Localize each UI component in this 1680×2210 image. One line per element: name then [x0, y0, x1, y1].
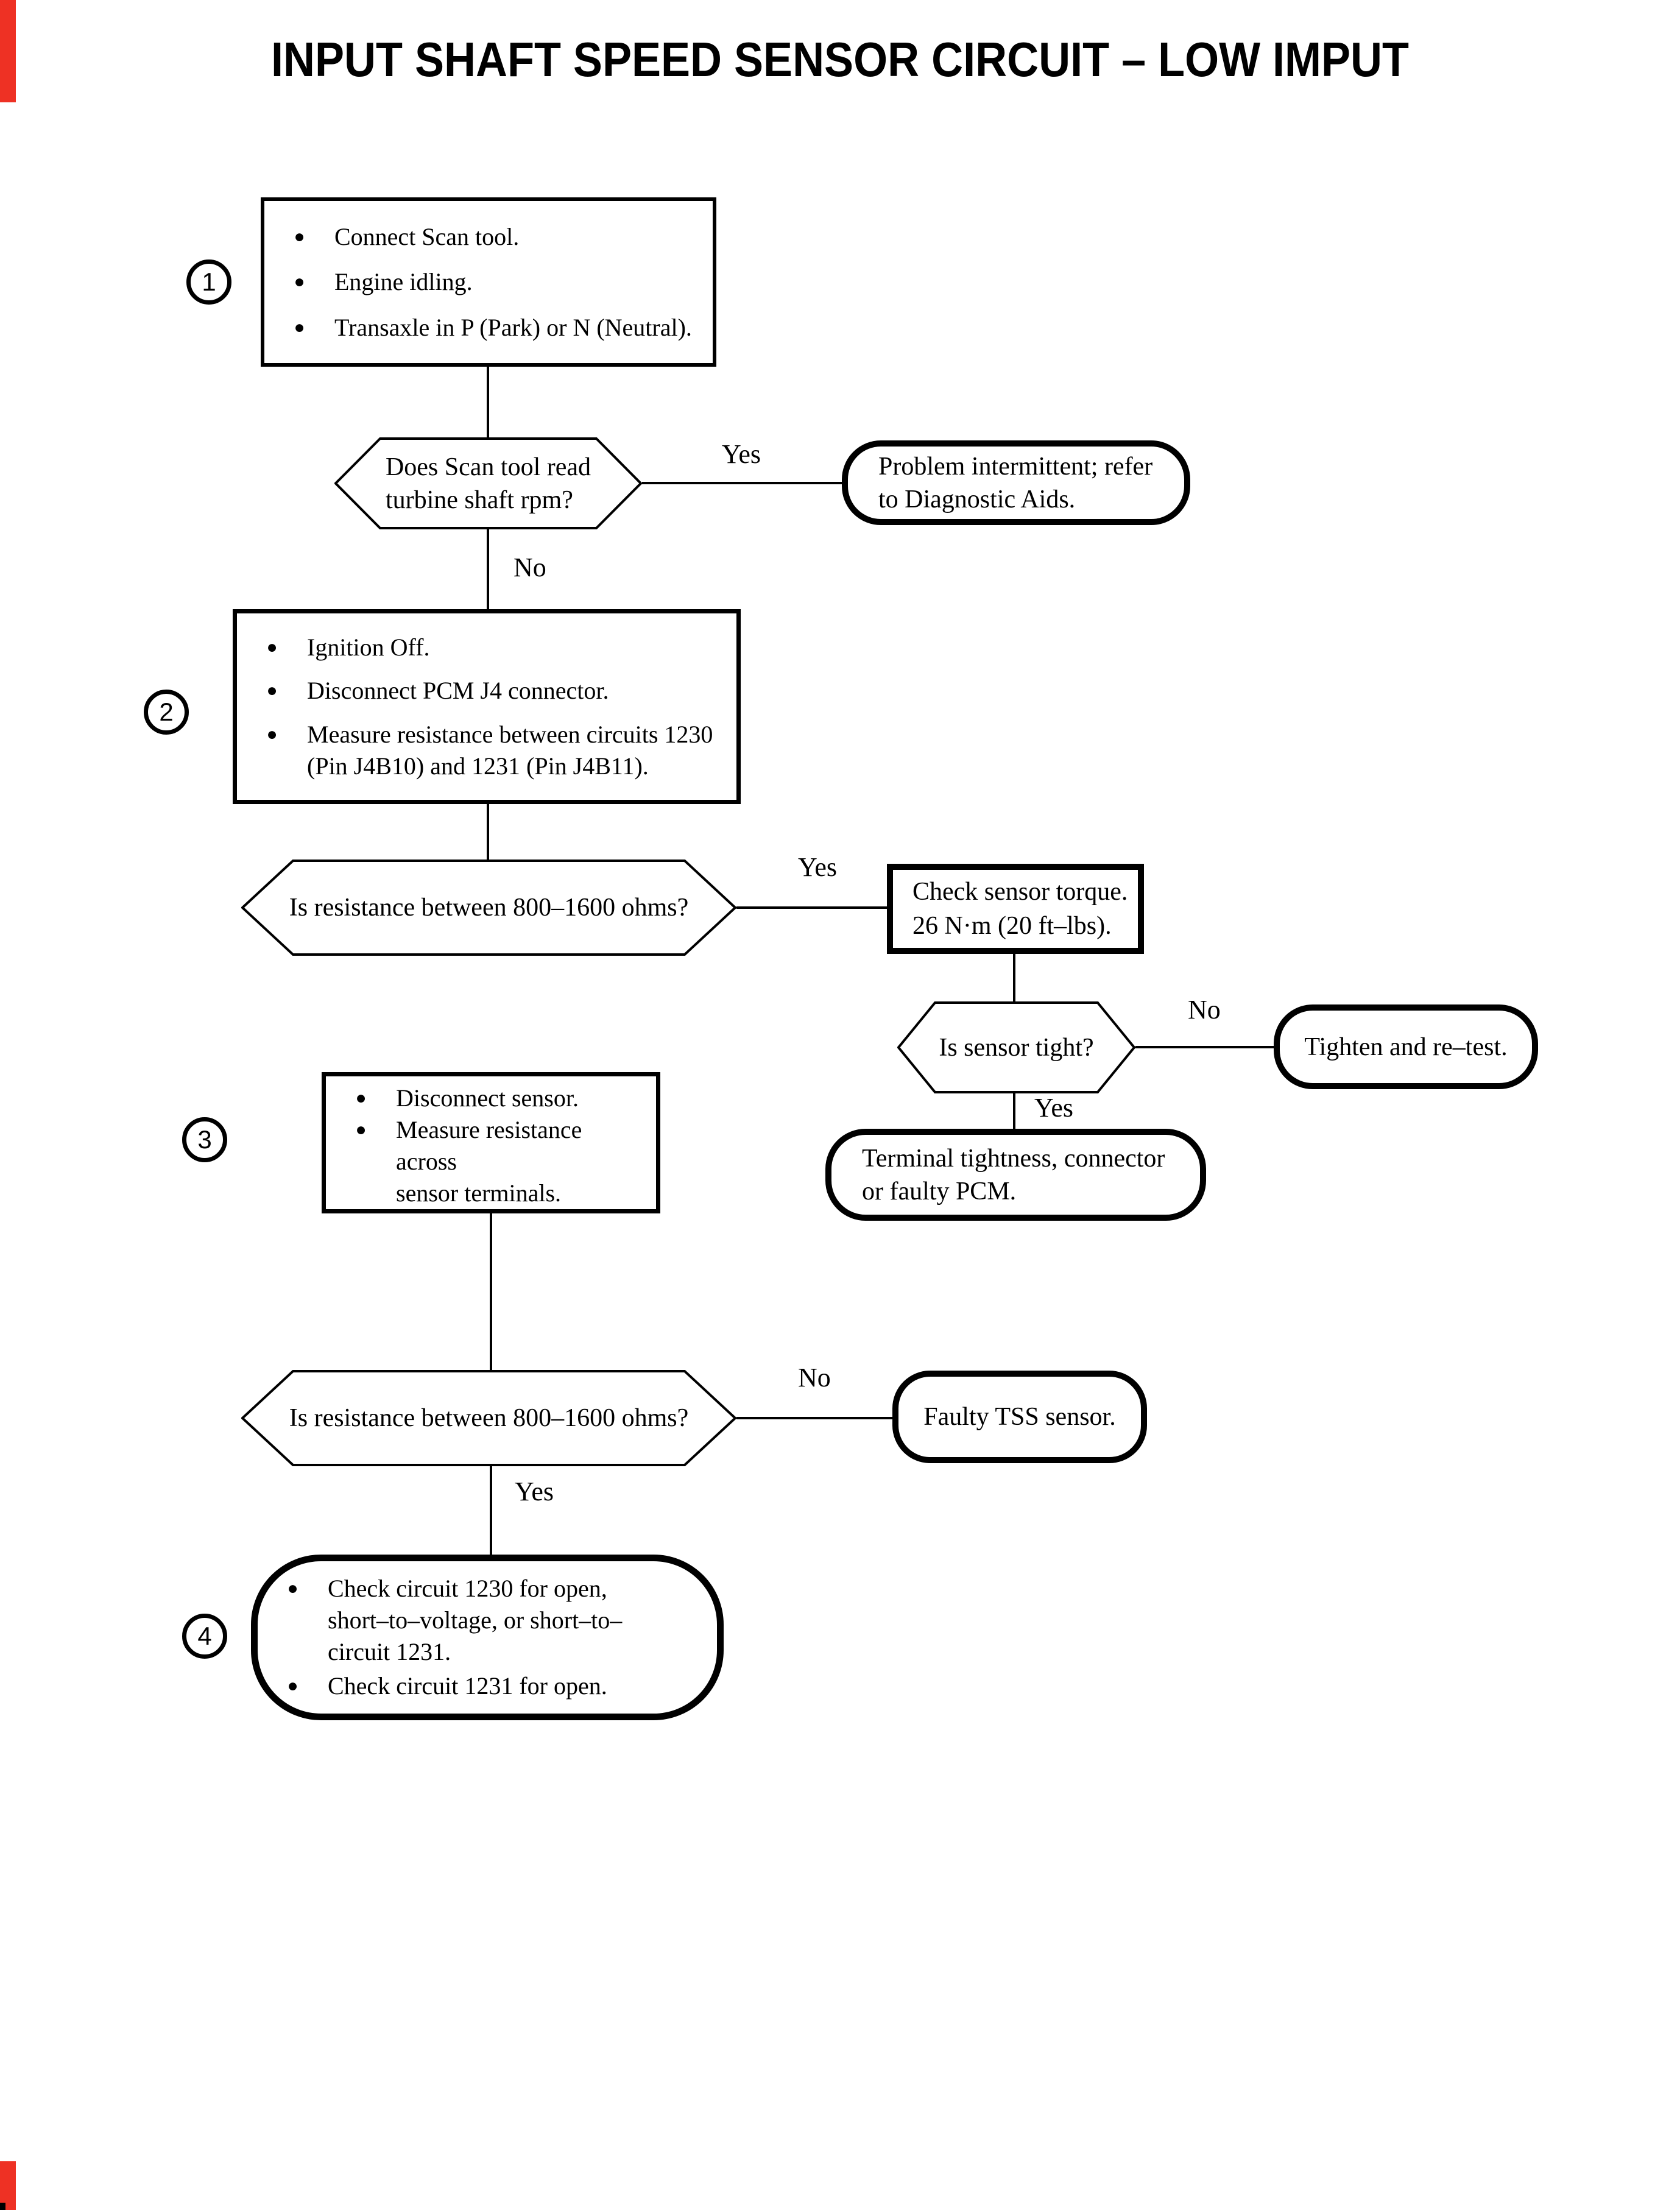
list-item: ● Connect Scan tool.	[264, 221, 701, 253]
label-no-1: No	[514, 552, 546, 582]
label-no-2: No	[1188, 995, 1221, 1025]
label-no-3: No	[798, 1363, 831, 1393]
list-item: ● Disconnect PCM J4 connector.	[237, 675, 724, 707]
step2-bullet-3: Measure resistance between circuits 1230…	[307, 720, 713, 780]
list-item: ● Ignition Off.	[237, 632, 724, 663]
step3-bullet-1: Disconnect sensor.	[396, 1084, 579, 1112]
bullet-icon: ●	[355, 1120, 367, 1140]
decision-resistance-1-text: Is resistance between 800–1600 ohms?	[289, 894, 689, 922]
decision-scan-tool-rpm-text: Does Scan tool read turbine shaft rpm?	[385, 453, 591, 514]
connector-box3-to-decision4	[490, 1213, 492, 1370]
step1-action-box: ● Connect Scan tool. ● Engine idling. ● …	[261, 197, 716, 367]
bullet-icon: ●	[266, 637, 278, 657]
step1-bullet-1: Connect Scan tool.	[334, 222, 520, 250]
terminal-terminal-tightness-text: Terminal tightness, connector or faulty …	[862, 1144, 1165, 1206]
bullet-icon: ●	[287, 1676, 298, 1696]
label-yes-2: Yes	[798, 852, 838, 882]
bullet-icon: ●	[294, 272, 305, 292]
step-circle-2: 2	[144, 690, 189, 735]
connector-decision3-yes	[1013, 1093, 1015, 1129]
step3-bullet-2: Measure resistance across sensor termina…	[396, 1116, 582, 1207]
list-item: ● Transaxle in P (Park) or N (Neutral).	[264, 312, 701, 344]
bullet-icon: ●	[287, 1578, 298, 1598]
scan-artifact-corner	[0, 2203, 5, 2210]
decision-scan-tool-rpm: Does Scan tool read turbine shaft rpm?	[334, 437, 642, 529]
terminal-terminal-tightness: Terminal tightness, connector or faulty …	[825, 1129, 1206, 1221]
connector-decision1-no	[487, 529, 489, 609]
connector-decision4-yes	[490, 1466, 492, 1555]
list-item: ● Measure resistance between circuits 12…	[237, 719, 724, 782]
bullet-icon: ●	[266, 680, 278, 701]
connector-decision1-yes	[642, 482, 842, 484]
hexagon-outline	[241, 860, 736, 956]
step3-action-box: ● Disconnect sensor. ● Measure resistanc…	[322, 1072, 660, 1213]
step4-bullet-2: Check circuit 1231 for open.	[328, 1672, 607, 1700]
bullet-icon: ●	[294, 226, 305, 247]
terminal-tighten-retest-text: Tighten and re–test.	[1304, 1033, 1508, 1061]
terminal-faulty-tss: Faulty TSS sensor.	[892, 1371, 1147, 1463]
list-item: ● Check circuit 1230 for open, short–to–…	[258, 1573, 699, 1668]
list-item: ● Check circuit 1231 for open.	[258, 1670, 699, 1702]
step-circle-3: 3	[182, 1117, 227, 1162]
connector-decision3-no	[1135, 1046, 1274, 1048]
connector-box2-to-decision2	[487, 804, 489, 860]
scan-artifact-top	[0, 0, 16, 102]
connector-box1-to-decision1	[487, 367, 489, 437]
decision-resistance-2: Is resistance between 800–1600 ohms?	[241, 1370, 736, 1466]
decision-resistance-1: Is resistance between 800–1600 ohms?	[241, 860, 736, 956]
page-title: INPUT SHAFT SPEED SENSOR CIRCUIT – LOW I…	[270, 32, 1410, 86]
step-circle-1: 1	[186, 259, 231, 305]
check-torque-text: Check sensor torque. 26 N·m (20 ft–lbs).	[912, 878, 1128, 940]
step-number-3: 3	[197, 1125, 212, 1154]
terminal-problem-intermittent: Problem intermittent; refer to Diagnosti…	[842, 440, 1190, 525]
label-yes-3: Yes	[1034, 1093, 1074, 1123]
step2-bullet-2: Disconnect PCM J4 connector.	[307, 677, 609, 704]
decision-sensor-tight: Is sensor tight?	[897, 1001, 1135, 1093]
step-number-2: 2	[159, 697, 174, 726]
decision-resistance-2-text: Is resistance between 800–1600 ohms?	[289, 1404, 689, 1432]
terminal-problem-intermittent-text: Problem intermittent; refer to Diagnosti…	[878, 452, 1153, 514]
list-item: ● Measure resistance across sensor termi…	[326, 1114, 644, 1209]
hexagon-outline	[241, 1370, 736, 1466]
label-yes-1: Yes	[722, 439, 761, 469]
decision-sensor-tight-text: Is sensor tight?	[939, 1033, 1094, 1062]
step4-bullet-1: Check circuit 1230 for open, short–to–vo…	[328, 1574, 623, 1665]
step2-action-box: ● Ignition Off. ● Disconnect PCM J4 conn…	[233, 609, 741, 804]
scan-artifact-bottom	[0, 2161, 16, 2210]
terminal-tighten-retest: Tighten and re–test.	[1274, 1004, 1538, 1089]
connector-decision4-no	[736, 1417, 892, 1419]
bullet-icon: ●	[266, 724, 278, 744]
step-circle-4: 4	[182, 1614, 227, 1659]
connector-torque-to-decision3	[1013, 954, 1015, 1001]
bullet-icon: ●	[294, 317, 305, 337]
step-number-1: 1	[202, 267, 216, 296]
step1-bullet-3: Transaxle in P (Park) or N (Neutral).	[334, 313, 692, 341]
bullet-icon: ●	[355, 1088, 367, 1108]
terminal-faulty-tss-text: Faulty TSS sensor.	[923, 1403, 1116, 1431]
label-yes-4: Yes	[515, 1477, 554, 1506]
step1-bullet-2: Engine idling.	[334, 268, 473, 295]
step-number-4: 4	[197, 1622, 212, 1650]
hexagon-outline	[897, 1001, 1135, 1093]
connector-decision2-yes	[736, 906, 887, 909]
step2-bullet-1: Ignition Off.	[307, 633, 430, 661]
list-item: ● Disconnect sensor.	[326, 1082, 644, 1114]
hexagon-outline	[334, 437, 642, 529]
list-item: ● Engine idling.	[264, 266, 701, 298]
check-torque-box: Check sensor torque. 26 N·m (20 ft–lbs).	[887, 864, 1144, 954]
step4-action-box: ● Check circuit 1230 for open, short–to–…	[251, 1555, 724, 1720]
